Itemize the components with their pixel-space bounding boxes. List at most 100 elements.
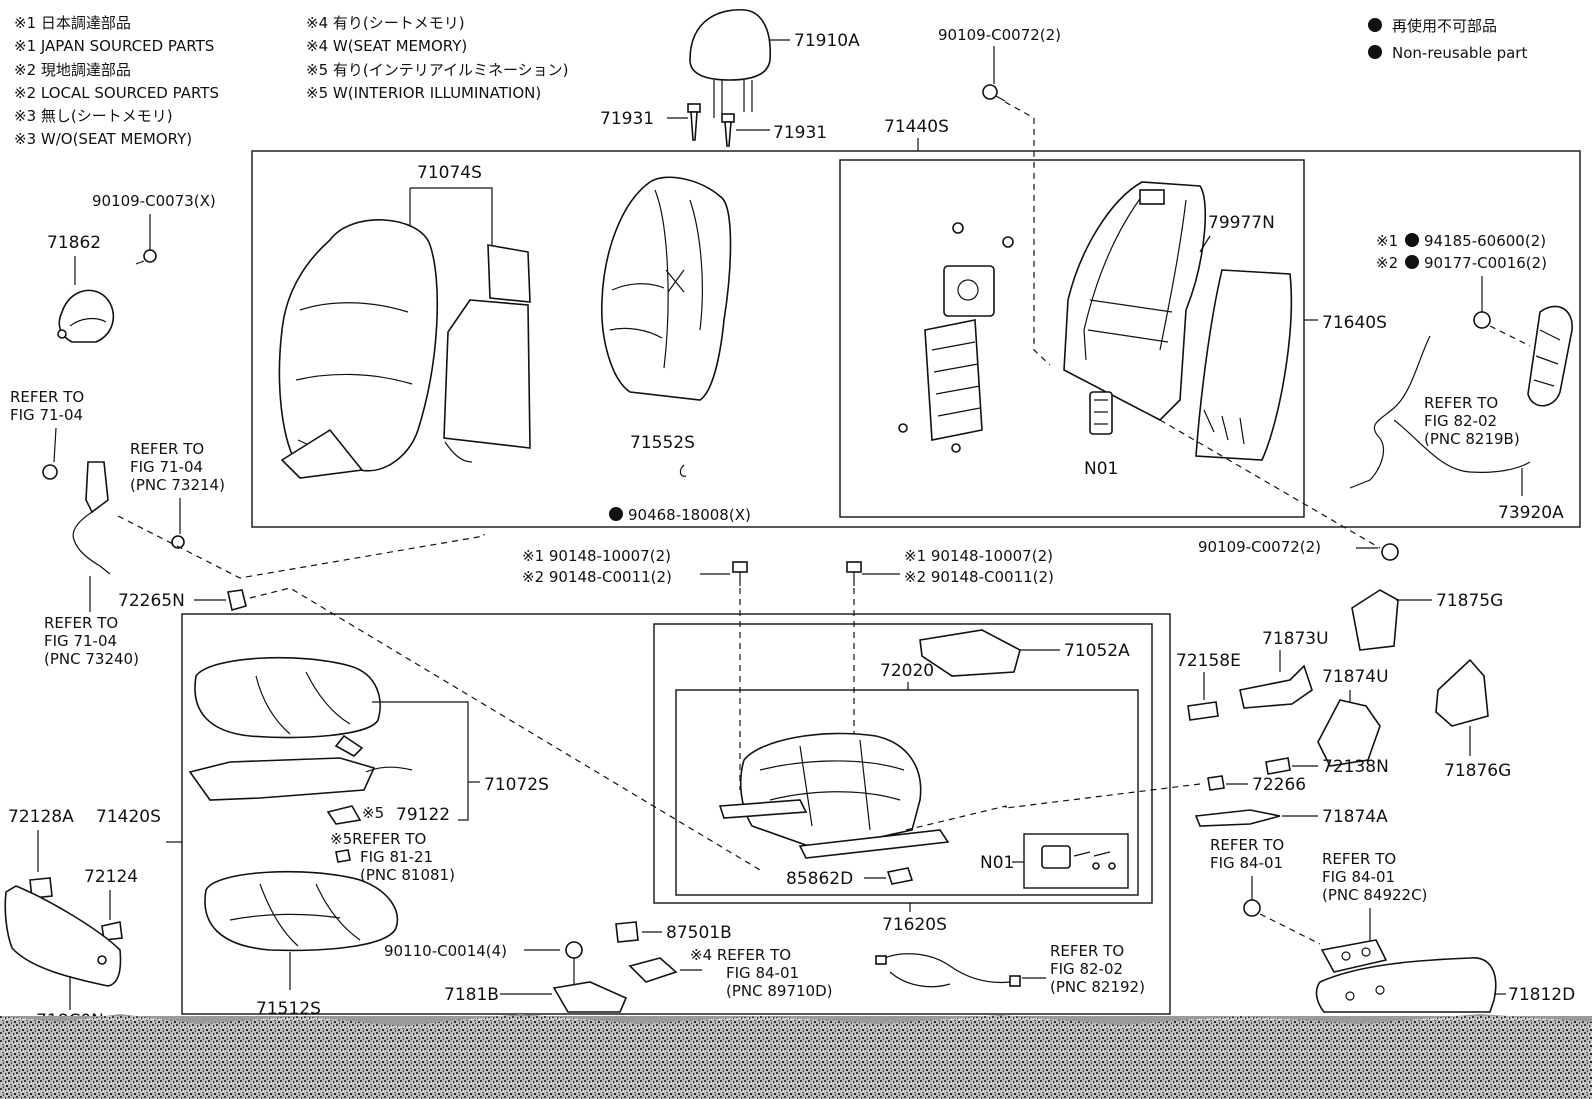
bolt-part (846, 561, 862, 586)
note-line: ※5 有り(インテリアイルミネーション) (306, 61, 569, 79)
light-part (326, 805, 362, 825)
non-reusable-dot-icon (1368, 18, 1382, 32)
part-label: 71440S (884, 117, 949, 137)
part-label: 71074S (417, 163, 482, 183)
cover-part (886, 867, 914, 885)
bracket-part (552, 981, 628, 1013)
seatback-frame-part (1063, 181, 1207, 421)
note-line: ※5 W(INTERIOR ILLUMINATION) (306, 84, 541, 102)
refer-line: (PNC 81081) (360, 866, 455, 884)
note-line: ※3 無し(シートメモリ) (14, 107, 173, 125)
part-label: ※1 (1376, 232, 1398, 250)
cushion-group-box (181, 613, 1171, 1015)
wire-harness-part (1349, 335, 1531, 489)
seat-harness-part (875, 953, 1021, 988)
seatback-assy-part (600, 176, 732, 401)
seat-side-shield-part (1315, 957, 1497, 1013)
part-label: 71931 (773, 123, 827, 143)
knob-cover-part (57, 289, 115, 343)
refer-line: (PNC 82192) (1050, 978, 1145, 996)
part-label: 79122 (396, 805, 450, 825)
part-label: ※2 90148-C0011(2) (522, 568, 672, 586)
refer-line: REFER TO (1050, 942, 1124, 960)
refer-line: FIG 82-02 (1424, 412, 1497, 430)
legend-en: Non-reusable part (1392, 44, 1527, 62)
connector-part (335, 849, 351, 863)
part-label: 71620S (882, 915, 947, 935)
part-label: 71876G (1444, 761, 1511, 781)
refer-line: FIG 84-01 (726, 964, 799, 982)
part-label: 71512S (256, 999, 321, 1019)
note-line: ※4 W(SEAT MEMORY) (306, 37, 467, 55)
refer-line: REFER TO (44, 614, 118, 632)
refer-line: REFER TO (1210, 836, 1284, 854)
legend-ja: 再使用不可部品 (1392, 17, 1497, 35)
part-label: 72020 (880, 661, 934, 681)
clip-part (227, 589, 247, 612)
motor-part (1089, 391, 1113, 435)
part-label: 72265N (118, 591, 185, 611)
switch-part (1320, 939, 1388, 973)
trim-part (1194, 809, 1281, 827)
bolt-part (565, 941, 583, 984)
note-line: ※3 W/O(SEAT MEMORY) (14, 130, 192, 148)
refer-line: (PNC 8219B) (1424, 430, 1520, 448)
part-label: ※5 (362, 804, 384, 822)
frame-group-box (839, 159, 1305, 518)
cushion-pad-part (194, 656, 381, 757)
cushion-cover-part (204, 870, 399, 952)
refer-line: REFER TO (130, 440, 204, 458)
part-label: 72158E (1176, 651, 1241, 671)
refer-line: (PNC 73214) (130, 476, 225, 494)
refer-line: FIG 71-04 (130, 458, 203, 476)
part-label: 72124 (84, 867, 138, 887)
part-label: 94185-60600(2) (1424, 232, 1546, 250)
cushion-heater-part (188, 757, 413, 801)
refer-line: REFER TO (1424, 394, 1498, 412)
note-line: ※4 有り(シートメモリ) (306, 14, 465, 32)
note-line: ※2 LOCAL SOURCED PARTS (14, 84, 219, 102)
part-label: 7181B (444, 985, 499, 1005)
part-label: 72138N (1322, 757, 1389, 777)
part-label: 71910A (794, 31, 860, 51)
refer-line: (PNC 89710D) (726, 982, 832, 1000)
adjuster-group-box (653, 623, 1153, 904)
noise-band (0, 1016, 1592, 1099)
non-reusable-dot-icon (1405, 233, 1419, 247)
part-label: ※1 90148-10007(2) (904, 547, 1053, 565)
part-label: 71420S (96, 807, 161, 827)
part-label: 87501B (666, 923, 732, 943)
refer-line: (PNC 73240) (44, 650, 139, 668)
non-reusable-dot-icon (1368, 45, 1382, 59)
refer-line: FIG 84-01 (1322, 868, 1395, 886)
noise-edge (0, 1014, 1592, 1026)
refer-line: REFER TO (10, 388, 84, 406)
part-label: 73920A (1498, 503, 1564, 523)
bolt-part (982, 84, 1006, 102)
part-label: 71931 (600, 109, 654, 129)
refer-line: FIG 84-01 (1210, 854, 1283, 872)
part-label: 72266 (1252, 775, 1306, 795)
part-label: 90468-18008(X) (628, 506, 751, 524)
part-label: 71874U (1322, 667, 1389, 687)
note-line: ※2 現地調達部品 (14, 61, 131, 79)
bolt-part (732, 561, 748, 586)
clip-part (1207, 775, 1225, 791)
part-label: 90109-C0072(2) (938, 26, 1061, 44)
part-label: 79977N (1208, 213, 1275, 233)
part-label: 90109-C0072(2) (1198, 538, 1321, 556)
part-label: 85862D (786, 869, 853, 889)
seatback-pad-part (443, 244, 531, 463)
clip-part (1187, 701, 1219, 721)
part-label: 71874A (1322, 807, 1388, 827)
part-label: N01 (980, 853, 1014, 873)
back-board-part (1195, 269, 1293, 461)
non-reusable-dot-icon (1405, 255, 1419, 269)
adjuster-inner-box (675, 689, 1139, 896)
buckle-part (42, 461, 111, 575)
part-label: 71875G (1436, 591, 1503, 611)
refer-line: FIG 81-21 (360, 848, 433, 866)
part-label: 71640S (1322, 313, 1387, 333)
non-reusable-dot-icon (609, 507, 623, 521)
part-label: 71873U (1262, 629, 1329, 649)
